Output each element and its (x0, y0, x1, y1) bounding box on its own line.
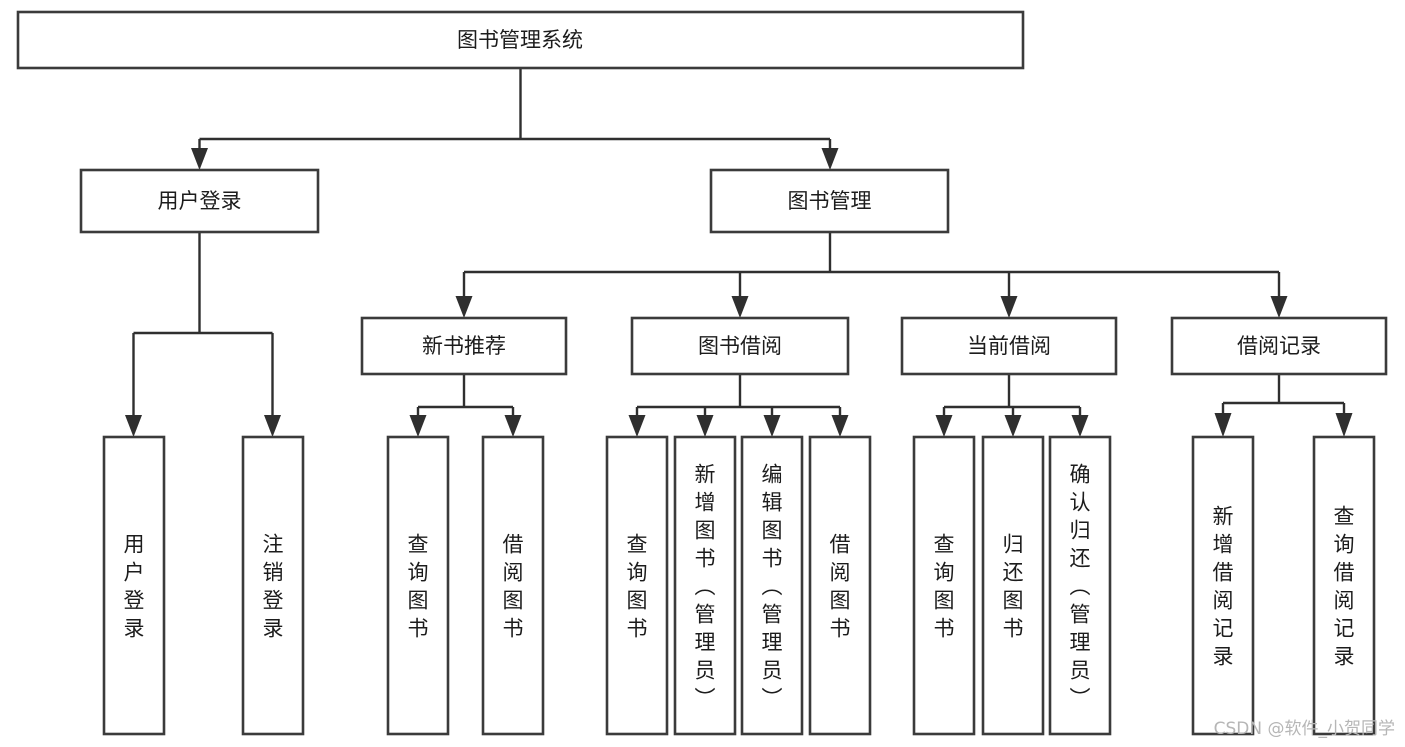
node-root[interactable]: 图书管理系统 (16, 10, 1025, 70)
node-leaf-add-record-box[interactable] (1191, 435, 1255, 736)
node-book-borrow-box[interactable] (630, 316, 850, 376)
node-leaf-user-login[interactable]: 用户登录 (102, 435, 166, 736)
node-leaf-query-book-1-label: 查询图书 (408, 532, 429, 640)
arrow-head-book-manage (821, 148, 839, 170)
node-root-label: 图书管理系统 (457, 28, 583, 52)
node-leaf-logout-box[interactable] (241, 435, 305, 736)
node-current-borrow[interactable]: 当前借阅 (900, 316, 1118, 376)
node-book-borrow-label: 图书借阅 (698, 334, 782, 358)
node-user-login-box[interactable] (79, 168, 320, 234)
node-leaf-confirm-return[interactable]: 确认归还︵管理员︶ (1048, 435, 1112, 736)
node-leaf-query-book-2[interactable]: 查询图书 (605, 435, 669, 736)
node-leaf-borrow-book-2-box[interactable] (808, 435, 872, 736)
node-leaf-borrow-book-1-box[interactable] (481, 435, 545, 736)
arrow-head-borrow-record (1270, 296, 1288, 318)
arrow-head-current-borrow (1000, 296, 1018, 318)
node-leaf-logout-label: 注销登录 (263, 532, 284, 640)
arrow-head-leaf-logout (264, 415, 281, 437)
node-book-manage[interactable]: 图书管理 (709, 168, 950, 234)
node-leaf-user-login-label: 用户登录 (124, 532, 145, 640)
arrow-head-leaf-return-book (1004, 415, 1022, 437)
node-leaf-borrow-book-1-label: 借阅图书 (503, 532, 524, 640)
node-borrow-record[interactable]: 借阅记录 (1170, 316, 1388, 376)
node-leaf-confirm-return-label: 确认归还︵管理员︶ (1070, 462, 1091, 710)
arrow-head-leaf-query-book-1 (409, 415, 427, 437)
node-leaf-add-record-label: 新增借阅记录 (1213, 504, 1234, 668)
node-leaf-query-book-3-box[interactable] (912, 435, 976, 736)
node-leaf-add-book[interactable]: 新增图书︵管理员︶ (673, 435, 737, 736)
node-leaf-query-book-2-label: 查询图书 (627, 532, 648, 640)
node-leaf-query-record[interactable]: 查询借阅记录 (1312, 435, 1376, 736)
arrow-head-leaf-borrow-book-2 (831, 415, 849, 437)
node-new-book-recommend-label: 新书推荐 (422, 334, 506, 358)
arrow-head-leaf-confirm-return (1071, 415, 1089, 437)
connectors-layer (125, 68, 1353, 437)
node-leaf-return-book-label: 归还图书 (1003, 532, 1024, 640)
node-leaf-add-record[interactable]: 新增借阅记录 (1191, 435, 1255, 736)
node-book-borrow[interactable]: 图书借阅 (630, 316, 850, 376)
arrow-head-user-login (191, 148, 208, 170)
node-leaf-return-book[interactable]: 归还图书 (981, 435, 1045, 736)
node-leaf-edit-book-label: 编辑图书︵管理员︶ (762, 462, 783, 710)
node-leaf-query-book-3-label: 查询图书 (934, 532, 955, 640)
node-leaf-user-login-box[interactable] (102, 435, 166, 736)
node-leaf-query-record-label: 查询借阅记录 (1334, 504, 1355, 668)
node-leaf-query-record-box[interactable] (1312, 435, 1376, 736)
node-user-login[interactable]: 用户登录 (79, 168, 320, 234)
node-current-borrow-box[interactable] (900, 316, 1118, 376)
arrow-head-leaf-add-book (696, 415, 714, 437)
node-book-manage-box[interactable] (709, 168, 950, 234)
node-leaf-borrow-book-2-label: 借阅图书 (830, 532, 851, 640)
node-leaf-query-book-2-box[interactable] (605, 435, 669, 736)
arrow-head-leaf-add-record (1214, 413, 1232, 437)
node-leaf-return-book-box[interactable] (981, 435, 1045, 736)
node-leaf-borrow-book-1[interactable]: 借阅图书 (481, 435, 545, 736)
node-new-book-recommend-box[interactable] (360, 316, 568, 376)
node-borrow-record-box[interactable] (1170, 316, 1388, 376)
node-leaf-edit-book[interactable]: 编辑图书︵管理员︶ (740, 435, 804, 736)
node-leaf-query-book-1[interactable]: 查询图书 (386, 435, 450, 736)
arrow-head-book-borrow (731, 296, 749, 318)
node-user-login-label: 用户登录 (158, 189, 242, 213)
arrow-head-leaf-borrow-book-1 (504, 415, 522, 437)
arrow-head-leaf-user-login (125, 415, 142, 437)
arrow-head-leaf-query-book-3 (935, 415, 953, 437)
node-current-borrow-label: 当前借阅 (967, 334, 1051, 358)
node-new-book-recommend[interactable]: 新书推荐 (360, 316, 568, 376)
node-leaf-logout[interactable]: 注销登录 (241, 435, 305, 736)
arrow-head-leaf-query-record (1335, 413, 1353, 437)
node-leaf-borrow-book-2[interactable]: 借阅图书 (808, 435, 872, 736)
node-leaf-query-book-1-box[interactable] (386, 435, 450, 736)
node-root-box[interactable] (16, 10, 1025, 70)
node-leaf-add-book-label: 新增图书︵管理员︶ (695, 462, 716, 710)
node-leaf-query-book-3[interactable]: 查询图书 (912, 435, 976, 736)
arrow-head-leaf-query-book-2 (628, 415, 646, 437)
arrow-head-new-book-recommend (455, 296, 473, 318)
node-book-manage-label: 图书管理 (788, 189, 872, 213)
node-leaf-add-book-box[interactable] (673, 435, 737, 736)
arrow-head-leaf-edit-book (763, 415, 781, 437)
node-leaf-edit-book-box[interactable] (740, 435, 804, 736)
node-borrow-record-label: 借阅记录 (1237, 334, 1321, 358)
node-leaf-confirm-return-box[interactable] (1048, 435, 1112, 736)
